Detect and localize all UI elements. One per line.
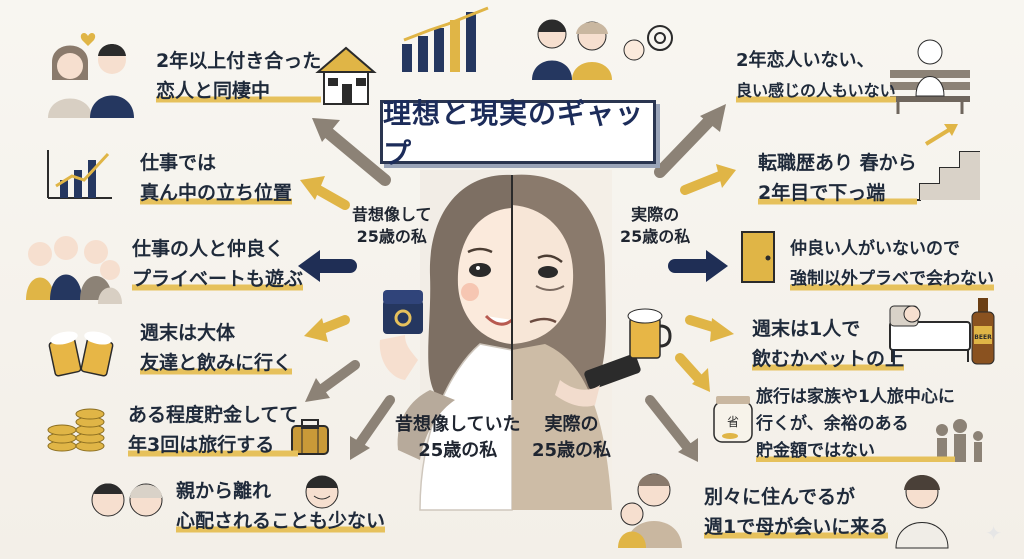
ideal-item-weekend: 週末は大体 友達と飲みに行く	[140, 318, 293, 378]
real-item-coworkers: 仲良い人がいないので 強制以外プラベで会わない	[790, 234, 994, 294]
ideal-label-bottom-line-2: 25歳の私	[418, 440, 498, 461]
real-item-work-position: 転職歴あり 春から 2年目で下っ端	[758, 148, 917, 208]
beer-bottle-label: BEER	[974, 334, 992, 341]
ideal-item-4-line-2: 年3回は旅行する	[128, 430, 299, 460]
door-icon	[741, 231, 775, 283]
ideal-label-top-line-2: 25歳の私	[356, 227, 427, 246]
beer-bottle-icon: BEER	[971, 298, 995, 365]
arrow-ideal-4	[305, 360, 360, 402]
arrow-real-5	[645, 395, 698, 462]
ideal-item-work-position: 仕事では 真ん中の立ち位置	[140, 148, 293, 208]
real-label-bottom: 実際の 25歳の私	[532, 412, 611, 464]
real-label-top-line-2: 25歳の私	[620, 227, 691, 246]
arrow-real-0	[654, 104, 726, 178]
real-item-0-line-1: 2年恋人いない、	[736, 50, 875, 71]
ideal-item-1-line-2: 真ん中の立ち位置	[140, 178, 293, 208]
couple-icon	[48, 33, 134, 118]
real-item-5-line-1: 別々に住んでるが	[704, 486, 856, 508]
real-label-bottom-line-1: 実際の	[544, 414, 599, 435]
arrows	[298, 104, 736, 462]
real-item-2-line-1: 仲良い人がいないので	[790, 239, 960, 259]
group-icon	[26, 236, 122, 304]
ideal-label-top: 昔想像して 25歳の私	[352, 204, 432, 248]
ideal-label-bottom: 昔想像していた 25歳の私	[395, 412, 520, 464]
ideal-item-2-line-1: 仕事の人と仲良く	[132, 238, 285, 260]
ideal-item-3-line-2: 友達と飲みに行く	[140, 348, 293, 378]
ideal-item-4-line-1: ある程度貯金してて	[128, 404, 299, 426]
real-item-partner: 2年恋人いない、 良い感じの人もいない	[736, 46, 896, 106]
ideal-item-partner: 2年以上付き合った 恋人と同棲中	[156, 46, 322, 106]
ideal-item-0-line-2: 恋人と同棲中	[156, 76, 322, 106]
ideal-item-3-line-1: 週末は大体	[140, 322, 236, 344]
arrow-ideal-0	[312, 118, 391, 186]
growth-chart-icon	[47, 150, 112, 199]
bar-chart-icon	[402, 6, 489, 72]
real-item-mother: 別々に住んでるが 週1で母が会いに来る	[704, 482, 889, 542]
real-label-top-line-1: 実際の	[631, 205, 680, 224]
beer-toast-icon	[48, 331, 114, 377]
real-item-4-line-2: 行くが、余裕のある	[756, 414, 909, 434]
arrow-real-2	[668, 250, 728, 282]
mother-portrait-icon	[895, 475, 949, 549]
arrow-ideal-2	[298, 250, 357, 282]
real-item-4-line-1: 旅行は家族や1人旅中心に	[756, 387, 955, 407]
ideal-item-savings: ある程度貯金してて 年3回は旅行する	[128, 400, 299, 460]
real-item-2-line-2: 強制以外プラベで会わない	[790, 264, 994, 294]
real-item-4-line-3: 貯金額ではない	[756, 438, 955, 465]
real-item-weekend: 週末は1人で 飲むかベットの上	[752, 314, 905, 374]
ideal-item-parents: 親から離れ 心配されることも少ない	[176, 476, 386, 536]
real-label-bottom-line-2: 25歳の私	[532, 440, 612, 461]
real-item-5-line-2: 週1で母が会いに来る	[704, 512, 889, 542]
mother-hug-icon	[618, 473, 682, 548]
ideal-label-top-line-1: 昔想像して	[352, 205, 432, 224]
bench-icon	[890, 39, 970, 114]
arrow-real-1	[680, 164, 736, 195]
real-label-top: 実際の 25歳の私	[620, 204, 690, 248]
page-title: 理想と現実のギャップ	[383, 97, 645, 170]
real-item-1-line-1: 転職歴あり 春から	[758, 152, 917, 174]
ideal-item-5-line-1: 親から離れ	[176, 480, 272, 502]
family-ring-icon	[532, 19, 673, 80]
stairs-icon	[900, 124, 980, 201]
arrow-real-3	[685, 315, 734, 342]
savings-jar-label: 省	[727, 415, 739, 429]
coins-icon	[47, 408, 105, 452]
real-item-3-line-2: 飲むかベットの上	[752, 344, 905, 374]
house-icon	[315, 46, 377, 105]
real-item-1-line-2: 2年目で下っ端	[758, 178, 917, 208]
ideal-item-2-line-2: プライベートも遊ぶ	[132, 264, 304, 294]
child-icon	[305, 475, 339, 509]
arrow-ideal-3	[304, 315, 350, 342]
real-item-0-line-2: 良い感じの人もいない	[736, 76, 896, 106]
central-portrait	[379, 170, 641, 511]
arrow-ideal-1	[300, 176, 350, 210]
title-banner: 理想と現実のギャップ	[380, 97, 656, 170]
sparkle-icon: ✦	[985, 521, 1002, 545]
real-item-3-line-1: 週末は1人で	[752, 318, 861, 340]
arrow-real-4	[675, 353, 710, 392]
real-item-travel: 旅行は家族や1人旅中心に 行くが、余裕のある 貯金額ではない	[756, 384, 955, 465]
ideal-label-bottom-line-1: 昔想像していた	[395, 414, 521, 435]
parents-icon	[91, 483, 163, 517]
arrow-ideal-5	[350, 395, 395, 460]
beer-mug-icon	[627, 308, 672, 359]
ideal-item-1-line-1: 仕事では	[140, 152, 217, 174]
ideal-item-5-line-2: 心配されることも少ない	[176, 506, 386, 536]
ideal-item-0-line-1: 2年以上付き合った	[156, 50, 322, 72]
savings-jar-icon: 省	[713, 396, 753, 443]
bed-icon	[889, 305, 971, 362]
ideal-item-coworkers: 仕事の人と仲良く プライベートも遊ぶ	[132, 234, 304, 294]
